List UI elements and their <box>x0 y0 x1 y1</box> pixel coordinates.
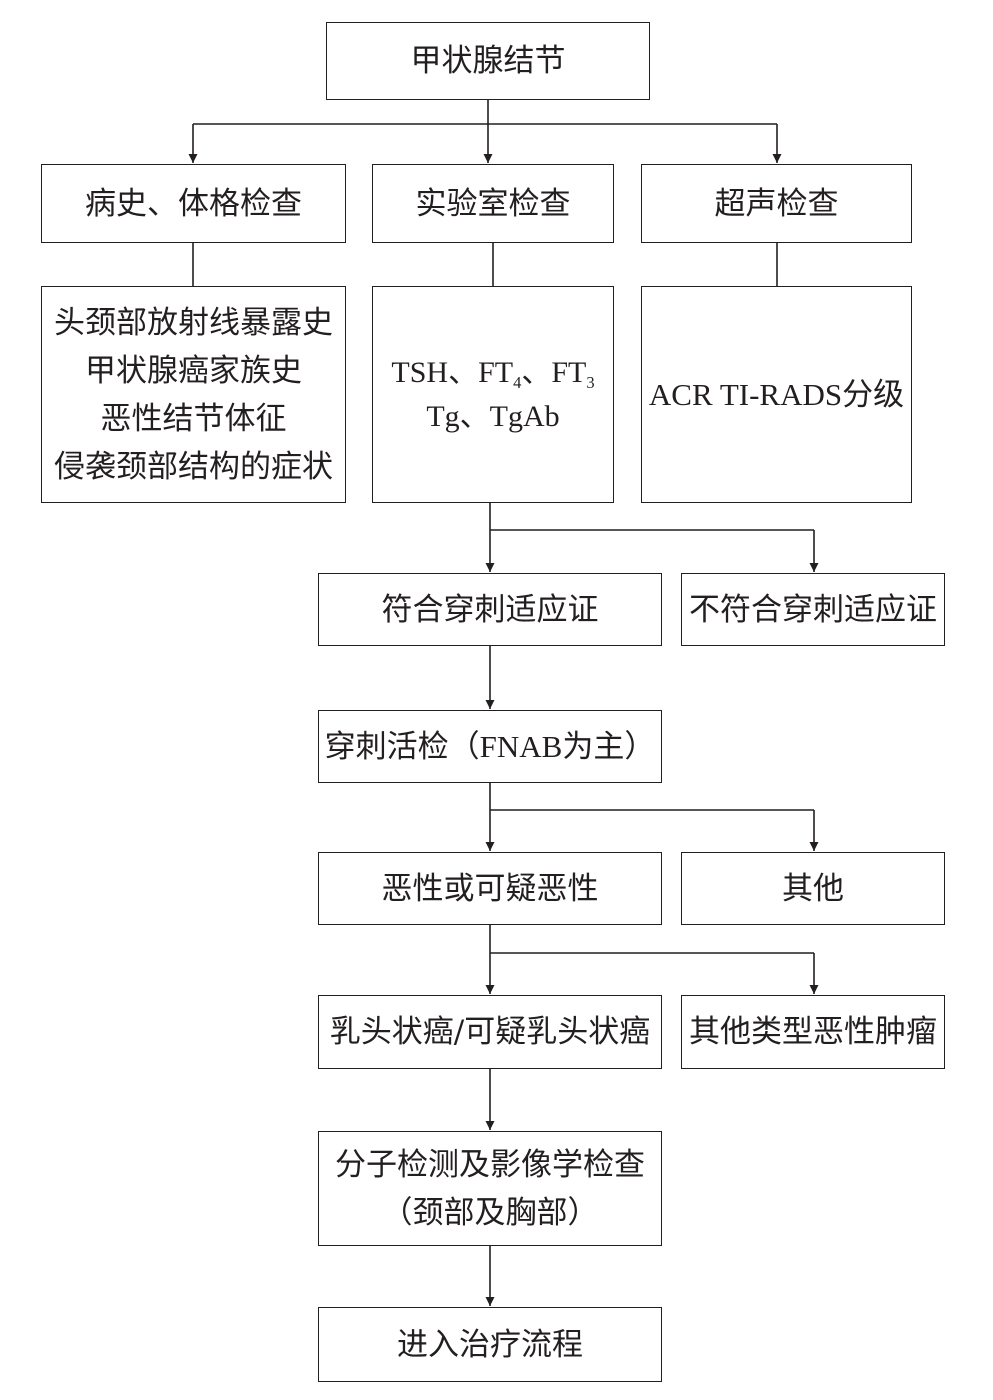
history-item-family: 甲状腺癌家族史 <box>85 352 302 389</box>
lab-tsh-ft-text: TSH、FT <box>391 355 514 389</box>
node-papillary-carcinoma: 乳头状癌/可疑乳头状癌 <box>318 995 662 1069</box>
lab-item-thyroid-function: TSH、FT4、FT3 <box>391 351 594 395</box>
node-treatment: 进入治疗流程 <box>318 1307 662 1382</box>
node-lab-details: TSH、FT4、FT3 Tg、TgAb <box>372 286 614 503</box>
lab-item-thyroglobulin: Tg、TgAb <box>426 399 560 433</box>
node-molecular-imaging: 分子检测及影像学检查 （颈部及胸部） <box>318 1131 662 1246</box>
lab-ft-text: 、FT <box>521 355 587 389</box>
node-label: 甲状腺结节 <box>410 43 566 79</box>
node-lab-tests: 实验室检查 <box>372 164 614 243</box>
node-label: 实验室检查 <box>415 185 571 222</box>
node-other-result: 其他 <box>681 852 945 925</box>
node-malignant-suspicious: 恶性或可疑恶性 <box>318 852 662 925</box>
ultrasound-item-tirads: ACR TI-RADS分级 <box>648 376 905 412</box>
node-fna-not-indicated: 不符合穿刺适应证 <box>681 573 945 646</box>
molecular-line-tests: 分子检测及影像学检查 <box>335 1146 645 1183</box>
node-history-physical: 病史、体格检查 <box>41 164 346 243</box>
node-label: 病史、体格检查 <box>85 185 302 222</box>
node-ultrasound: 超声检查 <box>641 164 912 243</box>
molecular-line-scope: （颈部及胸部） <box>381 1194 599 1231</box>
lab-ft3-subscript: 3 <box>586 372 595 392</box>
node-fna-indicated: 符合穿刺适应证 <box>318 573 662 646</box>
lab-ft4-subscript: 4 <box>513 372 522 392</box>
node-label: 符合穿刺适应证 <box>381 591 599 628</box>
node-biopsy: 穿刺活检（FNAB为主） <box>318 710 662 783</box>
history-item-radiation: 头颈部放射线暴露史 <box>54 304 333 341</box>
node-thyroid-nodule: 甲状腺结节 <box>326 22 650 100</box>
node-label: 进入治疗流程 <box>397 1326 583 1363</box>
node-label: 超声检查 <box>714 185 839 222</box>
node-label: 其他 <box>782 870 844 907</box>
node-label: 不符合穿刺适应证 <box>689 591 937 628</box>
node-label: 其他类型恶性肿瘤 <box>689 1014 937 1050</box>
node-label: 恶性或可疑恶性 <box>381 870 599 907</box>
node-other-malignant-tumors: 其他类型恶性肿瘤 <box>681 995 945 1069</box>
node-label: 穿刺活检（FNAB为主） <box>324 728 656 764</box>
node-ultrasound-details: ACR TI-RADS分级 <box>641 286 912 503</box>
history-item-invasion-symptoms: 侵袭颈部结构的症状 <box>54 448 333 485</box>
node-history-details: 头颈部放射线暴露史 甲状腺癌家族史 恶性结节体征 侵袭颈部结构的症状 <box>41 286 346 503</box>
history-item-malignant-signs: 恶性结节体征 <box>100 400 287 437</box>
node-label: 乳头状癌/可疑乳头状癌 <box>329 1014 651 1050</box>
